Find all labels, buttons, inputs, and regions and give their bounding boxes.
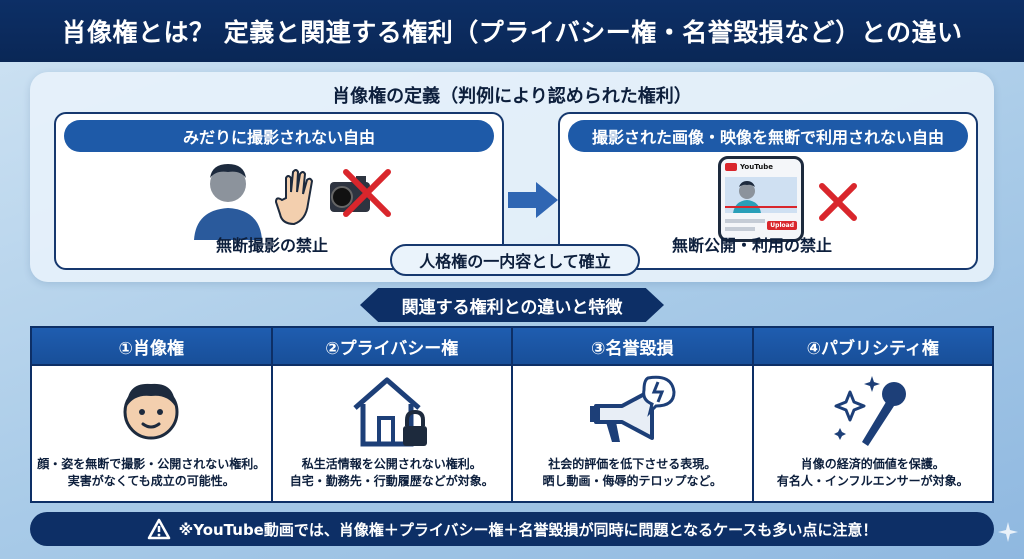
cross-mark-icon (819, 183, 857, 221)
column-privacy-right: ②プライバシー権 私生活情報を公開されない権利。 自宅・勤務先・行動履歴などが対… (272, 328, 513, 501)
rights-comparison-table: ①肖像権 顔・姿を無断で撮影・公開されない権利。 実害がなくても成立の可能性。 … (30, 326, 994, 503)
phone-app-label: YouTube (740, 163, 773, 171)
no-photography-icon (194, 164, 391, 240)
warning-icon (147, 518, 170, 540)
column-desc-2: 自宅・勤務先・行動履歴などが対象。 (289, 474, 494, 488)
right-definition-card: 撮影された画像・映像を無断で利用されない自由 YouTube Upload (558, 112, 978, 270)
footer-text: ※YouTube動画では、肖像権＋プライバシー権＋名誉毀損が同時に問題となるケー… (178, 520, 878, 539)
column-title: ④パブリシティ権 (753, 328, 992, 366)
column-portrait-right: ①肖像権 顔・姿を無断で撮影・公開されない権利。 実害がなくても成立の可能性。 (32, 328, 273, 501)
page-title: 肖像権とは？ 定義と関連する権利（プライバシー権・名誉毀損など）との違い (61, 18, 963, 47)
column-title: ①肖像権 (32, 328, 271, 366)
left-definition-card: みだりに撮影されない自由 無断撮影の禁止 (54, 112, 504, 270)
column-desc-1: 社会的評価を低下させる表現。 (548, 457, 717, 471)
person-face-icon (123, 383, 179, 440)
column-desc-1: 私生活情報を公開されない権利。 (301, 457, 482, 471)
definition-title: 肖像権の定義（判例により認められた権利） (332, 86, 692, 107)
phone-mockup: YouTube Upload (718, 156, 804, 242)
house-lock-icon (353, 377, 427, 447)
column-title: ②プライバシー権 (272, 328, 511, 366)
column-desc-2: 実害がなくても成立の可能性。 (67, 474, 235, 488)
right-card-caption: 無断公開・利用の禁止 (672, 236, 833, 255)
microphone-sparkle-icon (833, 376, 906, 446)
personality-right-pill: 人格権の一内容として確立 (390, 244, 640, 276)
section-title: 関連する権利との違いと特徴 (360, 288, 664, 322)
column-defamation: ③名誉毀損 社会的評価を低下させる表現。 晒し動画・侮辱的テロップなど。 (513, 328, 754, 501)
upload-badge: Upload (767, 221, 797, 230)
column-desc-1: 肖像の経済的価値を保護。 (800, 457, 945, 471)
left-card-heading: みだりに撮影されない自由 (64, 120, 494, 152)
definition-panel: 肖像権の定義（判例により認められた権利） みだりに撮影されない自由 無断撮影の禁… (30, 72, 994, 282)
column-publicity-right: ④パブリシティ権 肖像の経済的価値を保護。 有名人・インフルエンサーが対象。 (753, 328, 992, 501)
column-desc-1: 顔・姿を無断で撮影・公開されない権利。 (37, 457, 266, 471)
header-banner: 肖像権とは？ 定義と関連する権利（プライバシー権・名誉毀損など）との違い (0, 0, 1024, 62)
sparkle-icon (998, 522, 1018, 542)
video-thumbnail (725, 177, 797, 213)
column-desc-2: 有名人・インフルエンサーが対象。 (776, 474, 969, 488)
column-title: ③名誉毀損 (513, 328, 752, 366)
right-card-heading: 撮影された画像・映像を無断で利用されない自由 (568, 120, 968, 152)
column-desc-2: 晒し動画・侮辱的テロップなど。 (542, 474, 722, 488)
megaphone-icon (590, 375, 676, 442)
left-card-caption: 無断撮影の禁止 (216, 236, 329, 255)
youtube-logo-icon (725, 163, 737, 171)
footer-warning: ※YouTube動画では、肖像権＋プライバシー権＋名誉毀損が同時に問題となるケー… (30, 512, 994, 546)
right-arrow-icon (508, 182, 558, 218)
